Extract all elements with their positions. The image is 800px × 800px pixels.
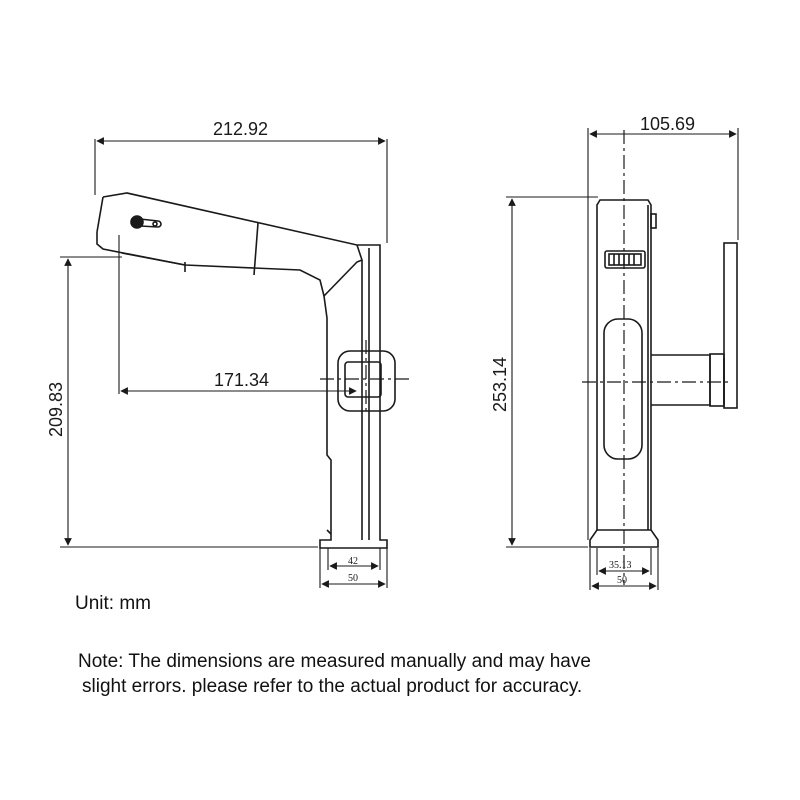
side-view — [96, 192, 396, 549]
side-spout-outline — [102, 192, 388, 549]
unit-label: Unit: mm — [75, 593, 151, 614]
front-handle-arm — [651, 354, 711, 406]
side-height-label: 209.83 — [46, 382, 66, 437]
front-base-outer-label: 50 — [617, 575, 627, 586]
front-width-label: 105.69 — [640, 114, 695, 134]
front-view — [589, 199, 738, 548]
front-base-inner-label: 35.13 — [609, 560, 632, 571]
side-base-inner-label: 42 — [348, 556, 358, 567]
front-display-window — [604, 250, 646, 269]
side-spout-top — [96, 196, 104, 233]
front-height-label: 253.14 — [490, 357, 510, 412]
front-dimensions — [506, 128, 739, 590]
side-dimensions — [60, 137, 388, 588]
side-reach-label: 171.34 — [214, 370, 269, 390]
front-handle-cap — [709, 353, 725, 407]
side-spout-underside — [96, 232, 325, 297]
note-line-1: Note: The dimensions are measured manual… — [78, 651, 591, 672]
side-width-label: 212.92 — [213, 119, 268, 139]
front-side-button — [650, 213, 657, 229]
note-line-2: slight errors. please refer to the actua… — [82, 676, 583, 697]
side-base-outer-label: 50 — [348, 573, 358, 584]
front-back-plate — [723, 242, 738, 409]
front-handle-slot — [603, 318, 643, 460]
front-body-outline — [589, 199, 659, 548]
